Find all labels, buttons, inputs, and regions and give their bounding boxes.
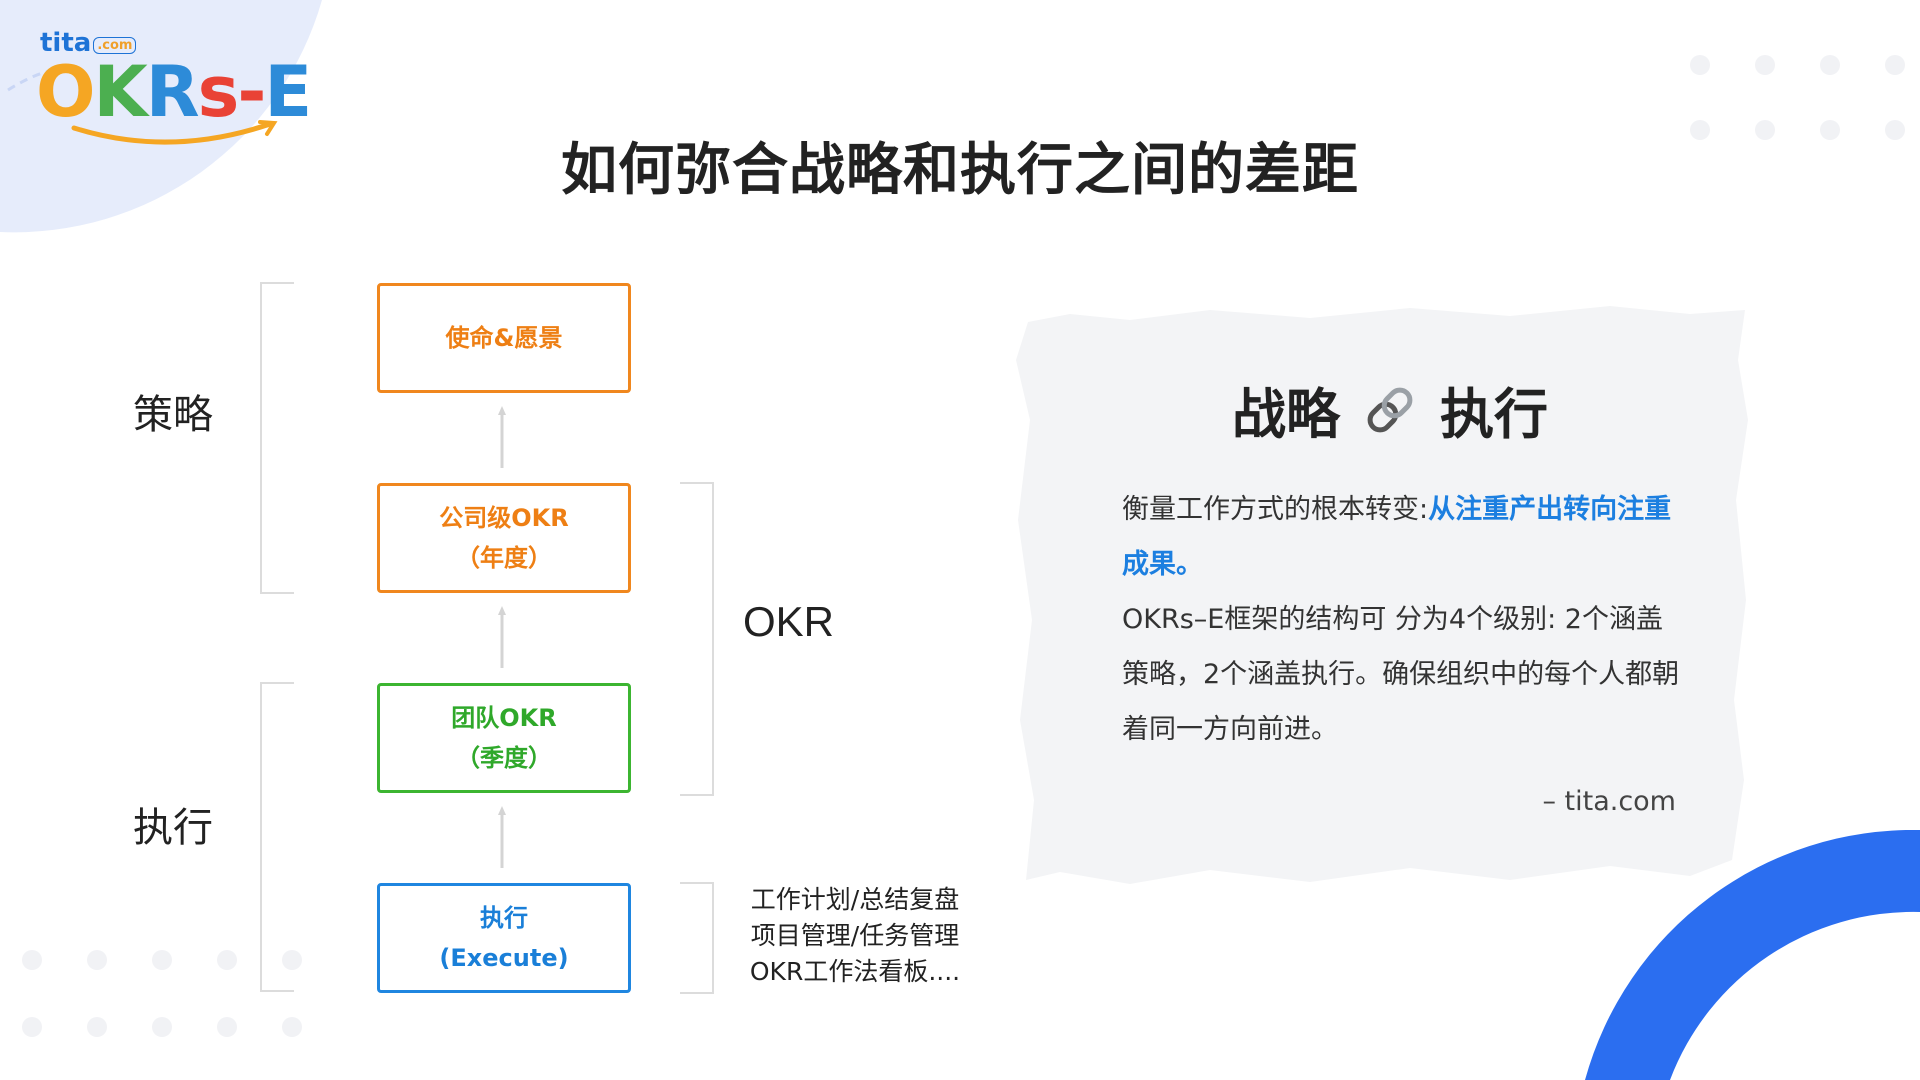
logo-swoosh: [71, 120, 278, 145]
box-team-okr: 团队OKR （季度）: [377, 683, 631, 793]
tools-item: OKR工作法看板....: [749, 957, 961, 986]
label-strategy: 策略: [133, 392, 213, 438]
bracket-execution: [260, 682, 294, 992]
box-company-okr: 公司级OKR （年度）: [377, 483, 631, 593]
box-mission-vision: 使命&愿景: [377, 283, 631, 393]
card-title: 战略 执行: [1232, 383, 1548, 446]
logo-okrs-e: OKRs-E: [36, 51, 312, 133]
card-body: 衡量工作方式的根本转变:从注重产出转向注重成果。 OKRs–E框架的结构可 分为…: [1122, 482, 1682, 757]
label-execution: 执行: [133, 805, 213, 851]
link-icon: [1367, 387, 1413, 432]
card-paragraph-2: OKRs–E框架的结构可 分为4个级别: 2个涵盖策略，2个涵盖执行。确保组织中…: [1122, 604, 1680, 745]
tools-item: 项目管理/任务管理: [750, 921, 960, 950]
arrow-up-icon: [498, 606, 506, 668]
bracket-tools: [680, 882, 714, 994]
bracket-strategy: [260, 282, 294, 594]
tools-list: 工作计划/总结复盘 项目管理/任务管理 OKR工作法看板....: [735, 882, 975, 990]
card-paragraph-1: 衡量工作方式的根本转变:从注重产出转向注重成果。: [1122, 494, 1672, 580]
arrow-up-icon: [498, 406, 506, 468]
box-execute: 执行 (Execute): [377, 883, 631, 993]
decor-arc-bottom-right: [1585, 830, 1920, 1080]
tools-item: 工作计划/总结复盘: [750, 885, 960, 914]
page-title: 如何弥合战略和执行之间的差距: [561, 138, 1359, 203]
card-signature: – tita.com: [1542, 786, 1676, 817]
arrow-up-icon: [498, 806, 506, 868]
card-brush-background: [1016, 306, 1748, 884]
label-okr: OKR: [743, 598, 835, 645]
bracket-okr: [680, 482, 714, 796]
decor-arc-top-left: [0, 0, 322, 233]
logo-tita: tita.com: [40, 28, 137, 58]
